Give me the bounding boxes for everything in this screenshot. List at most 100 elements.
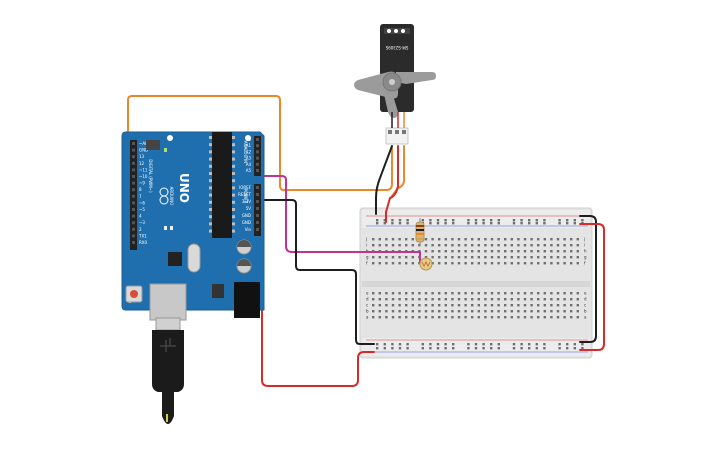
hole[interactable] (438, 310, 441, 313)
rail-hole[interactable] (520, 219, 523, 222)
digital-pin[interactable] (132, 214, 135, 218)
hole[interactable] (438, 262, 441, 265)
hole[interactable] (550, 238, 553, 241)
hole[interactable] (411, 310, 414, 313)
hole[interactable] (510, 310, 513, 313)
hole[interactable] (570, 292, 573, 295)
hole[interactable] (431, 238, 434, 241)
digital-pin[interactable] (132, 175, 135, 178)
rail-hole[interactable] (391, 347, 394, 350)
digital-pin[interactable] (132, 155, 135, 159)
hole[interactable] (570, 244, 573, 247)
hole[interactable] (431, 262, 434, 265)
hole[interactable] (411, 304, 414, 307)
rail-hole[interactable] (581, 347, 584, 350)
hole[interactable] (418, 262, 421, 265)
digital-pin[interactable] (132, 142, 135, 145)
hole[interactable] (570, 262, 573, 265)
hole[interactable] (391, 256, 395, 259)
hole[interactable] (471, 238, 474, 241)
rail-hole[interactable] (452, 219, 455, 222)
rail-hole[interactable] (482, 222, 485, 225)
black-wire-gnd[interactable] (261, 199, 375, 345)
hole[interactable] (457, 316, 461, 319)
hole[interactable] (570, 298, 573, 301)
hole[interactable] (378, 292, 381, 295)
hole[interactable] (451, 292, 454, 295)
hole[interactable] (517, 304, 520, 307)
hole[interactable] (543, 298, 546, 301)
hole[interactable] (484, 244, 487, 247)
hole[interactable] (563, 304, 566, 307)
hole[interactable] (543, 304, 546, 307)
hole[interactable] (570, 250, 573, 253)
hole[interactable] (372, 316, 375, 319)
hole[interactable] (556, 292, 560, 295)
rail-hole[interactable] (436, 222, 440, 225)
power-pin[interactable] (256, 193, 259, 196)
digital-pin[interactable] (132, 221, 135, 225)
hole[interactable] (537, 244, 540, 247)
hole[interactable] (484, 238, 487, 241)
digital-pin[interactable] (132, 148, 135, 152)
rail-hole[interactable] (573, 347, 576, 350)
hole[interactable] (517, 244, 520, 247)
rail-hole[interactable] (467, 219, 470, 222)
hole[interactable] (530, 250, 533, 253)
rail-hole[interactable] (383, 219, 386, 222)
hole[interactable] (411, 298, 414, 301)
digital-pin[interactable] (132, 181, 135, 185)
hole[interactable] (550, 310, 553, 313)
hole[interactable] (444, 238, 447, 241)
hole[interactable] (385, 238, 388, 241)
rail-hole[interactable] (528, 219, 531, 222)
hole[interactable] (497, 244, 500, 247)
hole[interactable] (576, 310, 579, 313)
hole[interactable] (550, 250, 553, 253)
hole[interactable] (543, 316, 546, 319)
hole[interactable] (405, 244, 408, 247)
hole[interactable] (464, 256, 467, 259)
hole[interactable] (556, 244, 560, 247)
hole[interactable] (471, 298, 474, 301)
rail-hole[interactable] (535, 347, 538, 350)
hole[interactable] (537, 310, 540, 313)
hole[interactable] (563, 256, 566, 259)
hole[interactable] (537, 262, 540, 265)
hole[interactable] (490, 256, 494, 259)
hole[interactable] (378, 316, 381, 319)
hole[interactable] (391, 298, 395, 301)
hole[interactable] (372, 244, 375, 247)
hole[interactable] (576, 292, 579, 295)
hole[interactable] (418, 310, 421, 313)
hole[interactable] (510, 298, 513, 301)
hole[interactable] (550, 244, 553, 247)
hole[interactable] (385, 244, 388, 247)
hole[interactable] (484, 250, 487, 253)
rail-hole[interactable] (512, 347, 516, 350)
hole[interactable] (424, 310, 428, 313)
hole[interactable] (497, 262, 500, 265)
rail-hole[interactable] (482, 347, 485, 350)
hole[interactable] (537, 250, 540, 253)
hole[interactable] (504, 262, 507, 265)
hole[interactable] (451, 310, 454, 313)
hole[interactable] (405, 262, 408, 265)
hole[interactable] (464, 238, 467, 241)
hole[interactable] (431, 292, 434, 295)
hole[interactable] (372, 298, 375, 301)
hole[interactable] (451, 238, 454, 241)
rail-hole[interactable] (383, 347, 386, 350)
hole[interactable] (530, 310, 533, 313)
hole[interactable] (490, 292, 494, 295)
hole[interactable] (378, 238, 381, 241)
hole[interactable] (497, 310, 500, 313)
hole[interactable] (457, 292, 461, 295)
hole[interactable] (543, 292, 546, 295)
servo-red-wire[interactable] (385, 145, 399, 213)
digital-pin[interactable] (132, 201, 135, 205)
hole[interactable] (504, 256, 507, 259)
hole[interactable] (550, 304, 553, 307)
hole[interactable] (385, 256, 388, 259)
